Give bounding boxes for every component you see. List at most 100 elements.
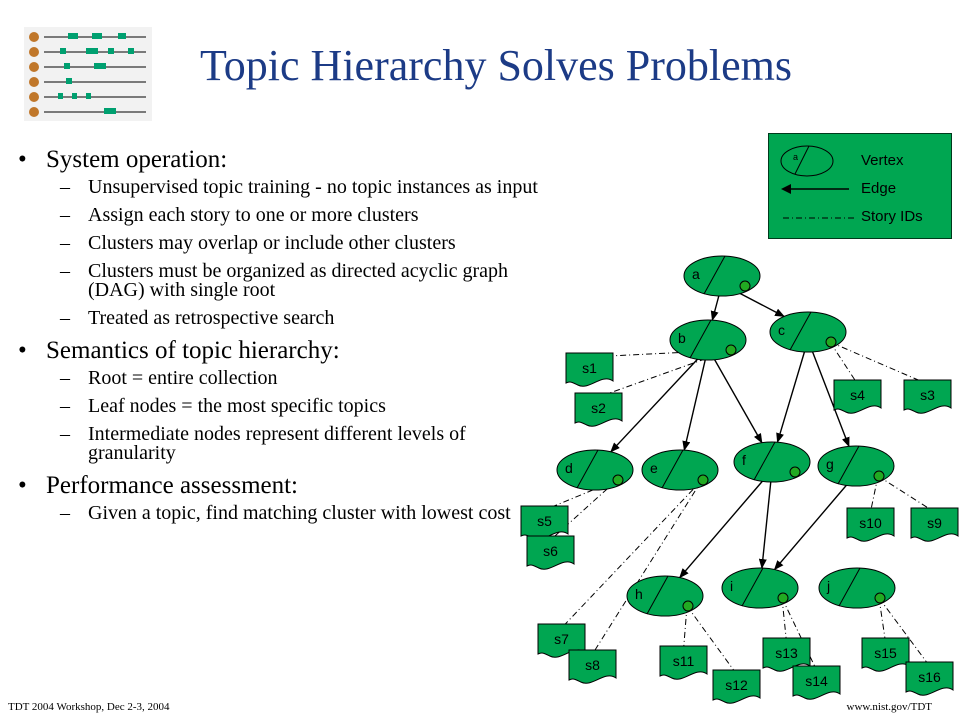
edge-c-f	[776, 339, 809, 444]
story-label: s9	[927, 515, 942, 531]
vertex-label: e	[650, 460, 658, 476]
story-s9: s9	[910, 507, 959, 542]
story-s2: s2	[574, 392, 623, 427]
bullet-text: Performance assessment:	[46, 472, 299, 499]
sub-item: Intermediate nodes represent different l…	[46, 424, 558, 463]
edge-b-e	[682, 347, 709, 452]
story-s14: s14	[792, 665, 841, 700]
slide-title: Topic Hierarchy Solves Problems	[200, 41, 793, 90]
vertex-dot	[789, 466, 801, 478]
bullet-item: Semantics of topic hierarchy: Root = ent…	[18, 337, 558, 463]
story-s1: s1	[565, 352, 614, 387]
vertex-label: j	[826, 578, 830, 594]
vertex-label: g	[826, 456, 834, 472]
legend-box: a Vertex Edge Story IDs	[768, 133, 952, 239]
story-link-e-s7	[561, 479, 703, 629]
footer-right: www.nist.gov/TDT	[846, 701, 932, 713]
story-label: s13	[775, 645, 798, 661]
vertex-dot	[739, 280, 751, 292]
vertex-label: b	[678, 330, 686, 346]
vertex-dot	[873, 470, 885, 482]
vertex-g: g	[817, 445, 895, 487]
vertex-b: b	[669, 319, 747, 361]
story-s12: s12	[712, 669, 761, 704]
story-s5: s5	[520, 505, 569, 540]
story-label: s10	[859, 515, 882, 531]
story-link-g-s9	[877, 475, 935, 513]
story-label: s11	[673, 653, 695, 669]
bullet-item: System operation: Unsupervised topic tra…	[18, 146, 558, 328]
vertex-c: c	[769, 311, 847, 353]
story-label: s15	[874, 645, 897, 661]
story-link-g-s10	[870, 475, 879, 513]
story-label: s12	[725, 677, 748, 693]
story-label: s16	[918, 669, 941, 685]
vertex-a: a	[683, 255, 761, 297]
sub-list: Given a topic, find matching cluster wit…	[46, 503, 558, 523]
sub-item: Leaf nodes = the most specific topics	[46, 396, 558, 416]
bullet-text: Semantics of topic hierarchy:	[46, 337, 340, 364]
vertex-h: h	[626, 575, 704, 617]
edge-b-d	[610, 347, 709, 453]
story-s6: s6	[526, 535, 575, 570]
story-s3: s3	[903, 379, 952, 414]
vertex-dot	[697, 474, 709, 486]
story-link-j-s16	[878, 597, 930, 667]
story-link-i-s14	[781, 597, 817, 671]
story-s11: s11	[659, 645, 708, 680]
story-label: s7	[554, 631, 569, 647]
edge-f-i	[758, 469, 773, 570]
sub-list: Unsupervised topic training - no topic i…	[46, 177, 558, 328]
story-s7: s7	[537, 623, 586, 658]
story-label: s14	[805, 673, 828, 689]
sub-item: Unsupervised topic training - no topic i…	[46, 177, 558, 197]
sub-list: Root = entire collection Leaf nodes = th…	[46, 368, 558, 463]
edge-f-h	[679, 469, 773, 579]
vertex-dot	[825, 336, 837, 348]
story-link-j-s15	[878, 597, 886, 643]
vertex-i: i	[721, 567, 799, 609]
story-link-i-s13	[781, 597, 787, 643]
story-s13: s13	[762, 637, 811, 672]
sub-item: Given a topic, find matching cluster wit…	[46, 503, 558, 523]
vertex-label: d	[565, 460, 573, 476]
vertex-dot	[725, 344, 737, 356]
legend-story-ids-label: Story IDs	[861, 208, 923, 225]
vertex-j: j	[818, 567, 896, 609]
story-link-b-s2	[598, 349, 731, 398]
story-link-c-s3	[829, 341, 928, 385]
vertex-dot	[777, 592, 789, 604]
bullet-item: Performance assessment: Given a topic, f…	[18, 472, 558, 523]
legend-edge-label: Edge	[861, 180, 897, 197]
sub-item: Clusters must be organized as directed a…	[46, 261, 558, 300]
timeline-logo	[24, 27, 152, 121]
story-link-c-s4	[829, 341, 858, 385]
story-label: s6	[543, 543, 558, 559]
vertex-dot	[874, 592, 886, 604]
vertex-dot	[682, 600, 694, 612]
vertex-label: h	[635, 586, 643, 602]
footer-left: TDT 2004 Workshop, Dec 2-3, 2004	[8, 701, 170, 713]
story-s15: s15	[861, 637, 910, 672]
story-label: s5	[537, 513, 552, 529]
vertex-label: a	[692, 266, 700, 282]
sub-item: Root = entire collection	[46, 368, 558, 388]
story-link-h-s11	[683, 605, 688, 651]
legend-vertex-sample: a	[793, 152, 798, 162]
story-label: s3	[920, 387, 935, 403]
vertex-label: i	[730, 578, 733, 594]
sub-item: Clusters may overlap or include other cl…	[46, 233, 558, 253]
story-s10: s10	[846, 507, 895, 542]
sub-item: Assign each story to one or more cluster…	[46, 205, 558, 225]
vertex-d: d	[556, 449, 634, 491]
vertex-dot	[612, 474, 624, 486]
story-link-h-s12	[686, 605, 737, 675]
story-s8: s8	[568, 649, 617, 684]
story-label: s1	[582, 360, 597, 376]
vertex-e: e	[641, 449, 719, 491]
bullet-list: System operation: Unsupervised topic tra…	[18, 146, 558, 532]
vertex-f: f	[733, 441, 811, 483]
vertex-label: c	[778, 322, 785, 338]
story-label: s8	[585, 657, 600, 673]
legend-vertex-label: Vertex	[861, 152, 904, 169]
